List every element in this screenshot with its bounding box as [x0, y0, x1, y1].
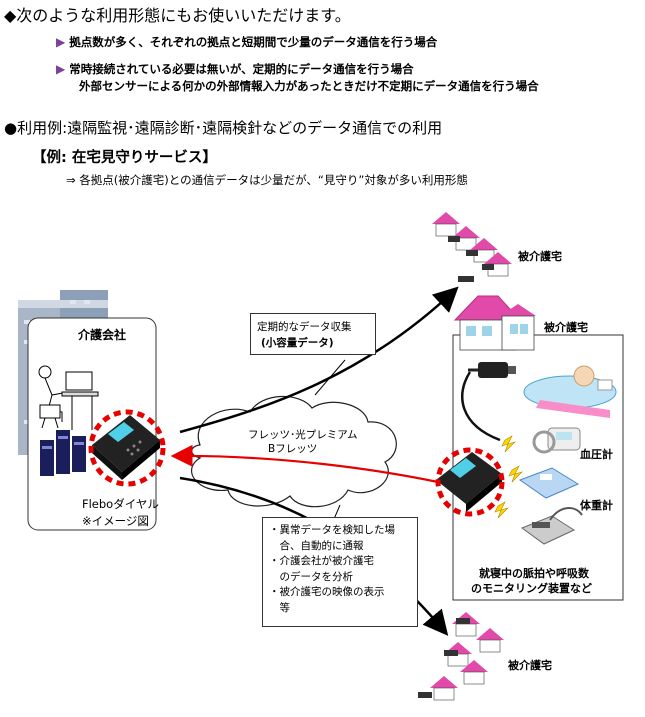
alert-callout: ・異常データを検知した場 合、自動的に通報 ・介護会社が被介護宅 のデータを分析… — [262, 517, 418, 627]
bullet-item-2-line2: 外部センサーによる何かの外部情報入力があったときだけ不定期にデータ通信を行う場合 — [79, 79, 539, 93]
network-label-1: フレッツ･光プレミアム — [248, 429, 358, 441]
monitor-label-2: のモニタリング装置など — [471, 582, 592, 595]
alert-line-4: のデータを分析 — [269, 570, 353, 583]
device-highlight-circle — [88, 409, 166, 487]
collect-arrow-top — [179, 286, 459, 434]
signal-spark-icon — [494, 435, 524, 519]
operator-at-desk-icon — [38, 365, 99, 430]
scale-label: 体重計 — [580, 499, 613, 512]
sleeping-person-icon — [523, 365, 617, 418]
device-caption: Fleboダイヤル — [82, 497, 159, 511]
house-icon-group-bottom — [418, 612, 504, 701]
house-icon-group-top — [432, 212, 512, 282]
data-collection-callout: 定期的なデータ収集 (小容量データ) — [250, 313, 376, 355]
network-label-2: Bフレッツ — [268, 443, 318, 455]
alert-line-5: ・被介護宅の映像の表示 — [269, 586, 385, 598]
house-icon-large — [453, 295, 536, 351]
flebo-dial-device-icon — [92, 415, 160, 480]
alert-arrow — [170, 444, 439, 484]
blood-pressure-meter-icon — [532, 427, 581, 454]
alert-line-3: ・介護会社が被介護宅 — [269, 555, 374, 567]
alert-line-2: 合、自動的に通報 — [269, 539, 364, 552]
home-flebo-dial-device-icon — [436, 452, 502, 512]
bullet-item-2-text: 常時接続されている必要は無いが、定期的にデータ通信を行う場合 — [69, 62, 414, 76]
device-caption-note: ※イメージ図 — [82, 514, 149, 528]
server-icon — [40, 430, 86, 476]
home-label-top: 被介護宅 — [518, 250, 562, 263]
example-title: 【例: 在宅見守りサービス】 — [32, 150, 217, 166]
triangle-bullet-icon: ▶ — [56, 35, 66, 49]
camera-icon — [468, 362, 516, 378]
monitor-label-1: 就寝中の脈拍や呼吸数 — [479, 567, 589, 580]
alert-line-6: 等 — [269, 601, 290, 614]
callout-pointer-top — [314, 359, 346, 396]
example-note: ⇒ 各拠点(被介護宅)との通信データは少量だが、“見守り”対象が多い利用形態 — [66, 173, 468, 187]
bullet-item-2: ▶ 常時接続されている必要は無いが、定期的にデータ通信を行う場合 — [56, 61, 414, 77]
alert-line-1: ・異常データを検知した場 — [269, 524, 395, 536]
alert-callout-text: ・異常データを検知した場 合、自動的に通報 ・介護会社が被介護宅 のデータを分析… — [269, 523, 395, 616]
home-label-middle: 被介護宅 — [544, 321, 588, 334]
triangle-bullet-icon: ▶ — [56, 62, 66, 76]
home-label-bottom: 被介護宅 — [508, 659, 552, 672]
bullet-item-1: ▶ 拠点数が多く、それぞれの拠点と短期間で少量のデータ通信を行う場合 — [56, 34, 437, 50]
collect-label-1: 定期的なデータ収集 — [257, 321, 352, 333]
monitoring-device-icon — [520, 507, 583, 545]
example-heading: ●利用例:遠隔監視･遠隔診断･遠隔検針などのデータ通信での利用 — [4, 119, 443, 137]
camera-cable — [461, 371, 501, 442]
bullet-item-1-text: 拠点数が多く、それぞれの拠点と短期間で少量のデータ通信を行う場合 — [69, 35, 438, 49]
collect-label-2: (小容量データ) — [261, 337, 334, 349]
weight-scale-icon — [518, 467, 580, 499]
care-company-label: 介護会社 — [78, 328, 127, 342]
blood-pressure-label: 血圧計 — [580, 448, 613, 461]
usage-heading: ◆次のような利用形態にもお使いいただけます。 — [4, 6, 351, 25]
home-device-highlight-circle — [435, 447, 505, 517]
network-cloud-icon — [190, 395, 397, 508]
